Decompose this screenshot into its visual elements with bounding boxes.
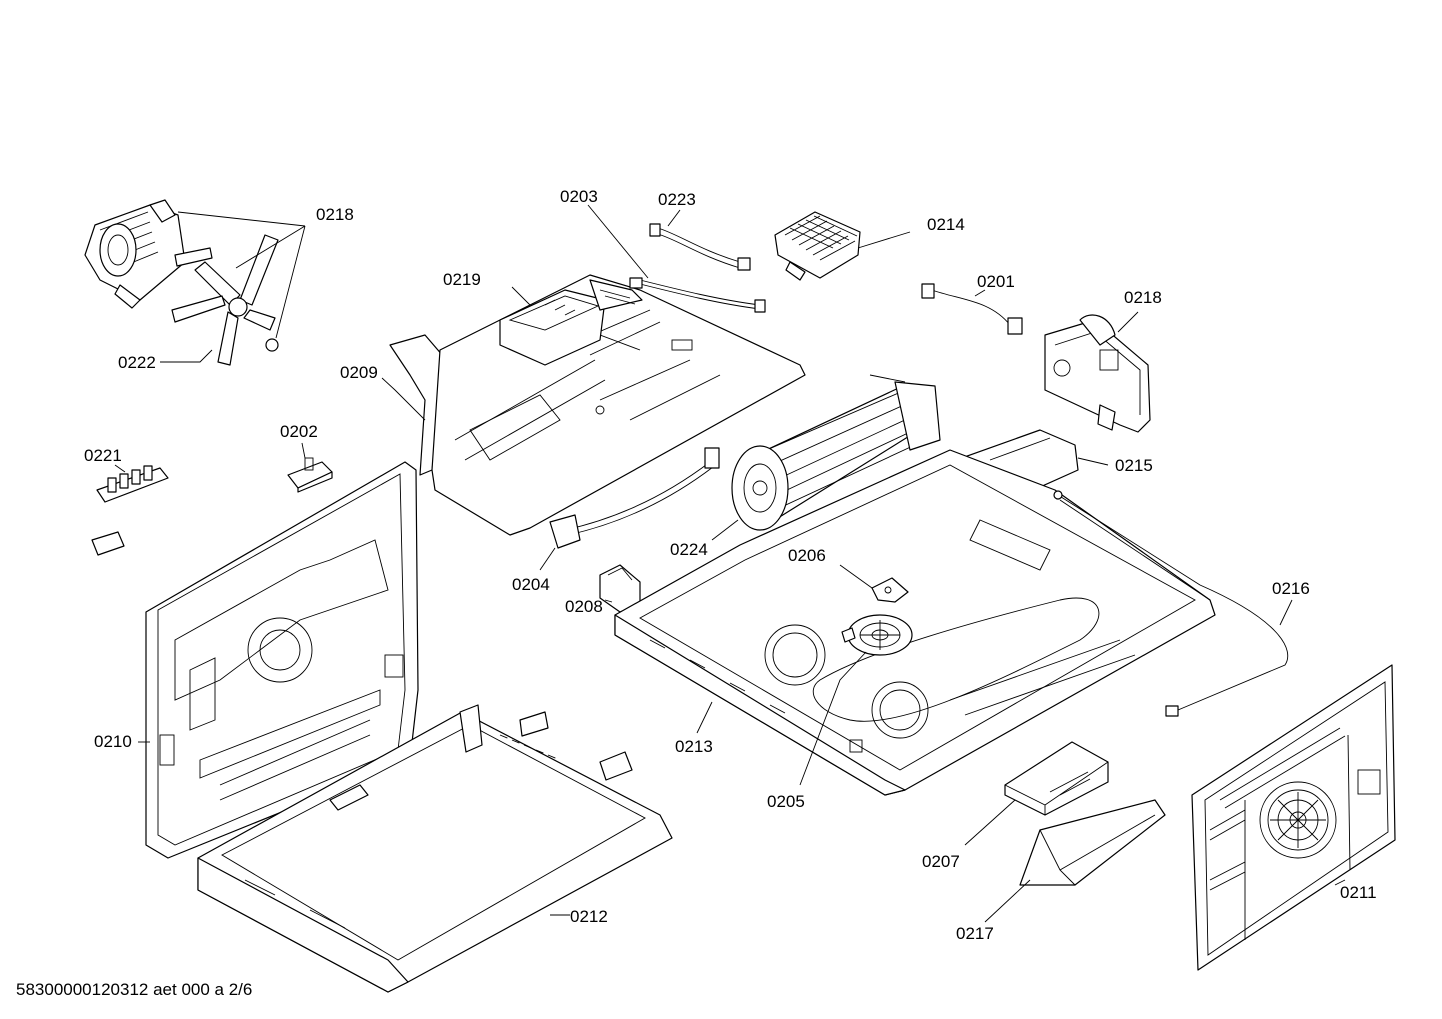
label-0216: 0216 (1272, 579, 1310, 598)
part-0206-small-bracket (871, 577, 909, 603)
leader-0215 (1077, 457, 1109, 466)
leader-0218 (1117, 311, 1139, 333)
label-0202: 0202 (280, 422, 318, 441)
label-0203: 0203 (560, 187, 598, 206)
label-0207: 0207 (922, 852, 960, 871)
part-0204-wire (549, 447, 720, 549)
leader-0209 (381, 377, 426, 421)
part-0216-temp-sensor (1053, 490, 1289, 717)
label-0222: 0222 (118, 353, 156, 372)
part-0213-base-plate (614, 449, 1216, 796)
label-0212: 0212 (570, 907, 608, 926)
leader-0220 (177, 211, 306, 339)
leader-0207 (964, 799, 1016, 846)
label-0219: 0219 (443, 270, 481, 289)
leader-0206 (839, 564, 873, 589)
leader-0202 (301, 442, 306, 459)
part-0224-tangential-fan (731, 374, 941, 531)
label-0204: 0204 (512, 575, 550, 594)
leader-0205 (799, 651, 867, 786)
part-0201-short-cable (921, 283, 1023, 335)
part-0220-fan-motor (84, 199, 213, 309)
part-0223-cable (649, 223, 751, 271)
leader-0216 (1279, 599, 1293, 626)
leader-0214 (857, 231, 911, 249)
part-0203-wire-harness (629, 277, 766, 313)
label-0221: 0221 (84, 446, 122, 465)
label-0215: 0215 (1115, 456, 1153, 475)
label-0217: 0217 (956, 924, 994, 943)
leader-0201 (974, 289, 986, 297)
label-0213: 0213 (675, 737, 713, 756)
label-0218: 0218 (1124, 288, 1162, 307)
part-0205-fan-guard (841, 614, 913, 656)
part-0211-back-panel (1191, 664, 1396, 971)
label-0206: 0206 (788, 546, 826, 565)
part-0212-bottom-tray (197, 704, 673, 993)
part-0217-cover (1019, 799, 1166, 886)
leader-0222 (160, 349, 213, 363)
part-0214-heatsink (774, 211, 861, 281)
label-0220: 0218 (316, 205, 354, 224)
part-0219-carrier-plate (431, 274, 806, 536)
label-0201: 0201 (977, 272, 1015, 291)
part-0207-control-box (1004, 741, 1109, 816)
leader-0221 (114, 464, 126, 473)
leader-0219 (511, 286, 531, 306)
label-0223: 0223 (658, 190, 696, 209)
leader-0223 (667, 209, 681, 227)
part-0218-switch (1044, 314, 1151, 433)
leader-0203 (587, 204, 649, 279)
label-0205: 0205 (767, 792, 805, 811)
label-0224: 0224 (670, 540, 708, 559)
part-0222-fan-blade (171, 234, 279, 366)
label-0210: 0210 (94, 732, 132, 751)
leader-0211 (1334, 879, 1346, 886)
leader-0224 (711, 519, 739, 541)
leader-0208 (604, 599, 613, 603)
leader-0213 (696, 701, 713, 734)
label-0214: 0214 (927, 215, 965, 234)
leader-0217 (984, 879, 1031, 923)
label-0209: 0209 (340, 363, 378, 382)
label-0208: 0208 (565, 597, 603, 616)
drawing-number: 58300000120312 aet 000 a 2/6 (16, 980, 253, 999)
part-0202-relay (287, 457, 333, 493)
leader-0204 (539, 547, 556, 571)
label-0211: 0211 (1340, 883, 1377, 902)
part-0221-connector-strip (91, 465, 169, 556)
